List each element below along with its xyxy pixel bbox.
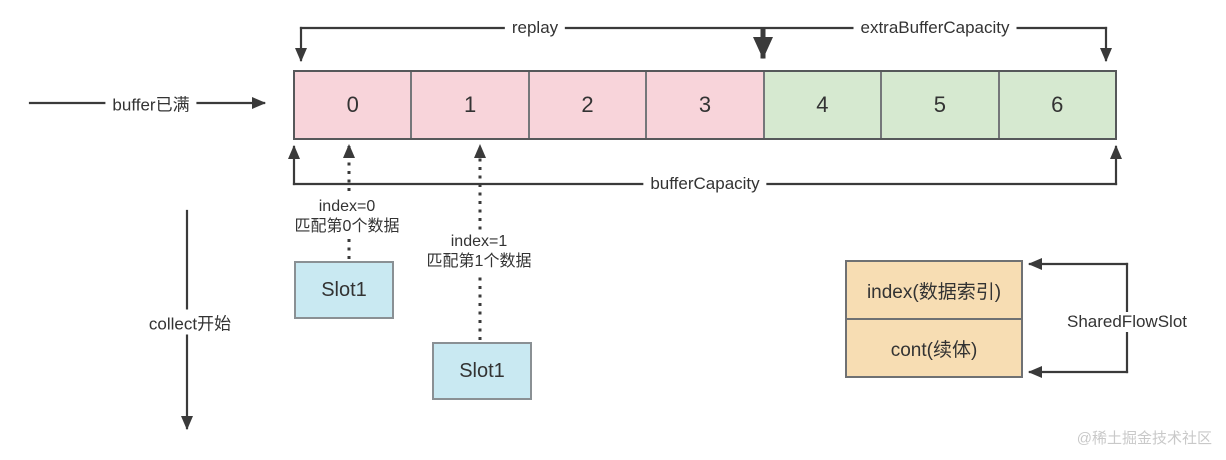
sharedflowslot-struct: index(数据索引) cont(续体) [845, 260, 1023, 378]
buffer-full-label: buffer已满 [105, 90, 197, 116]
replay-label: replay [504, 18, 566, 38]
buffer-cell-5: 5 [882, 72, 1000, 138]
watermark: @稀土掘金技术社区 [1076, 430, 1212, 447]
sharedflowslot-field-cont: cont(续体) [890, 339, 978, 361]
buffer-capacity-label: bufferCapacity [643, 174, 767, 194]
buffer-cell-1: 1 [412, 72, 530, 138]
index1-annotation: index=1 匹配第1个数据 [422, 231, 536, 273]
buffer-cell-3: 3 [647, 72, 765, 138]
buffer-array: 0 1 2 3 4 5 6 [293, 70, 1117, 140]
index0-line2: 匹配第0个数据 [294, 218, 400, 235]
buffer-cell-4: 4 [764, 72, 883, 138]
index1-line2: 匹配第1个数据 [426, 253, 532, 270]
sharedflowslot-label: SharedFlowSlot [1059, 312, 1195, 332]
buffer-cell-0: 0 [295, 72, 413, 138]
extra-buffer-capacity-label: extraBufferCapacity [853, 18, 1017, 38]
collect-start-label: collect开始 [141, 309, 239, 335]
buffer-cell-6: 6 [999, 72, 1115, 138]
index0-annotation: index=0 匹配第0个数据 [290, 196, 404, 238]
index0-line1: index=0 [318, 198, 376, 215]
buffer-cell-2: 2 [529, 72, 648, 138]
slot-box-0: Slot1 [294, 261, 394, 319]
index1-line1: index=1 [450, 233, 508, 250]
slot-box-1: Slot1 [432, 342, 532, 400]
sharedflowslot-field-index: index(数据索引) [847, 262, 1021, 320]
